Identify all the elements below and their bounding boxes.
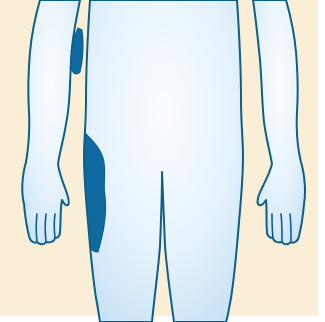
frame-right [318,0,325,322]
frame-bottom [0,316,325,322]
